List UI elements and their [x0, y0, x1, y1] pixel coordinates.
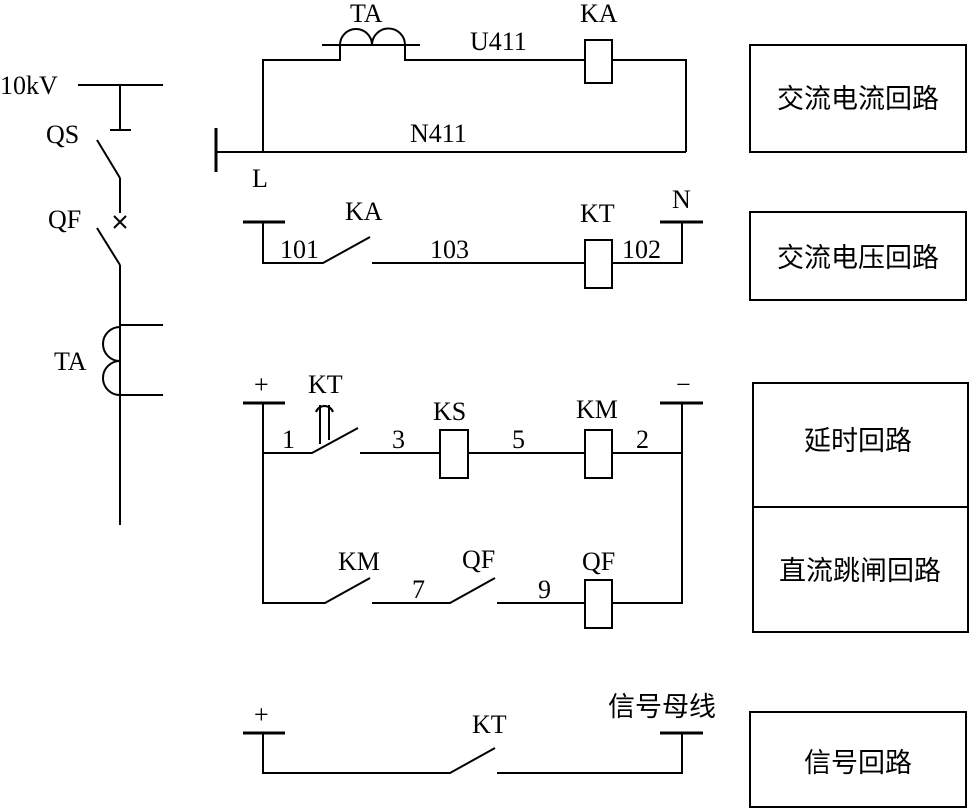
ac-voltage-circuit: 101 KA 103 KT 102 N 交流电压回路 — [243, 185, 967, 301]
box-label: 交流电流回路 — [777, 84, 939, 115]
terminal-label: L — [252, 164, 268, 193]
wire-label: 103 — [430, 235, 469, 264]
ac-current-circuit: L TA U411 KA N411 交流电流回路 — [214, 0, 967, 193]
plus-label: + — [254, 700, 269, 729]
qf-contact-label: QF — [462, 545, 495, 574]
kt-label: KT — [472, 710, 507, 739]
signal-bus-label: 信号母线 — [608, 692, 716, 723]
wire-label: 102 — [622, 235, 661, 264]
dc-circuit: + − KT 1 3 KS 5 KM 2 KM 7 QF 9 QF 延时回路 直… — [243, 370, 969, 633]
kt-relay — [584, 239, 613, 289]
kt-label: KT — [580, 199, 615, 228]
neutral-label: N — [672, 185, 691, 214]
ka-relay — [584, 39, 613, 84]
single-line-diagram: 10kV QS QF TA — [0, 71, 163, 525]
signal-circuit: + KT 信号母线 信号回路 — [243, 692, 967, 808]
ta-label: TA — [350, 0, 383, 28]
minus-label: − — [676, 370, 691, 399]
ta-coil — [102, 326, 121, 396]
label-box — [749, 211, 967, 301]
label-box — [749, 711, 967, 808]
node-label: 5 — [512, 425, 525, 454]
qf-label: QF — [48, 205, 81, 234]
time-delay-symbol — [315, 405, 334, 444]
voltage-label: 10kV — [0, 71, 58, 100]
wire-label: U411 — [470, 27, 527, 56]
wire — [263, 427, 682, 454]
qf-coil-label: QF — [582, 547, 615, 576]
ka-label: KA — [345, 197, 383, 226]
wire-label: N411 — [410, 119, 467, 148]
ks-label: KS — [433, 397, 466, 426]
ta-label: TA — [54, 347, 87, 376]
km-contact-label: KM — [338, 547, 380, 576]
qs-blade — [96, 139, 121, 179]
wire — [262, 403, 683, 604]
wire — [262, 733, 683, 774]
ta-coil — [339, 27, 406, 46]
box-label: 信号回路 — [804, 748, 912, 779]
box-label: 延时回路 — [804, 426, 912, 457]
qf-trip-coil — [584, 579, 613, 629]
qs-label: QS — [46, 120, 79, 149]
km-coil — [584, 429, 613, 479]
label-box — [749, 44, 967, 153]
node-label: 9 — [538, 575, 551, 604]
ka-label: KA — [580, 0, 618, 28]
node-label: 3 — [392, 425, 405, 454]
box-label: 直流跳闸回路 — [779, 556, 941, 587]
plus-label: + — [254, 370, 269, 399]
wire — [262, 222, 683, 264]
km-label: KM — [576, 395, 618, 424]
qf-blade — [96, 227, 121, 266]
wire — [262, 45, 687, 152]
qf-cross — [113, 215, 127, 229]
node-label: 7 — [412, 575, 425, 604]
ks-relay — [439, 429, 469, 479]
box-label: 交流电压回路 — [777, 243, 939, 274]
kt-label: KT — [308, 370, 343, 399]
wire-label: 101 — [280, 235, 319, 264]
node-label: 1 — [282, 425, 295, 454]
node-label: 2 — [636, 425, 649, 454]
